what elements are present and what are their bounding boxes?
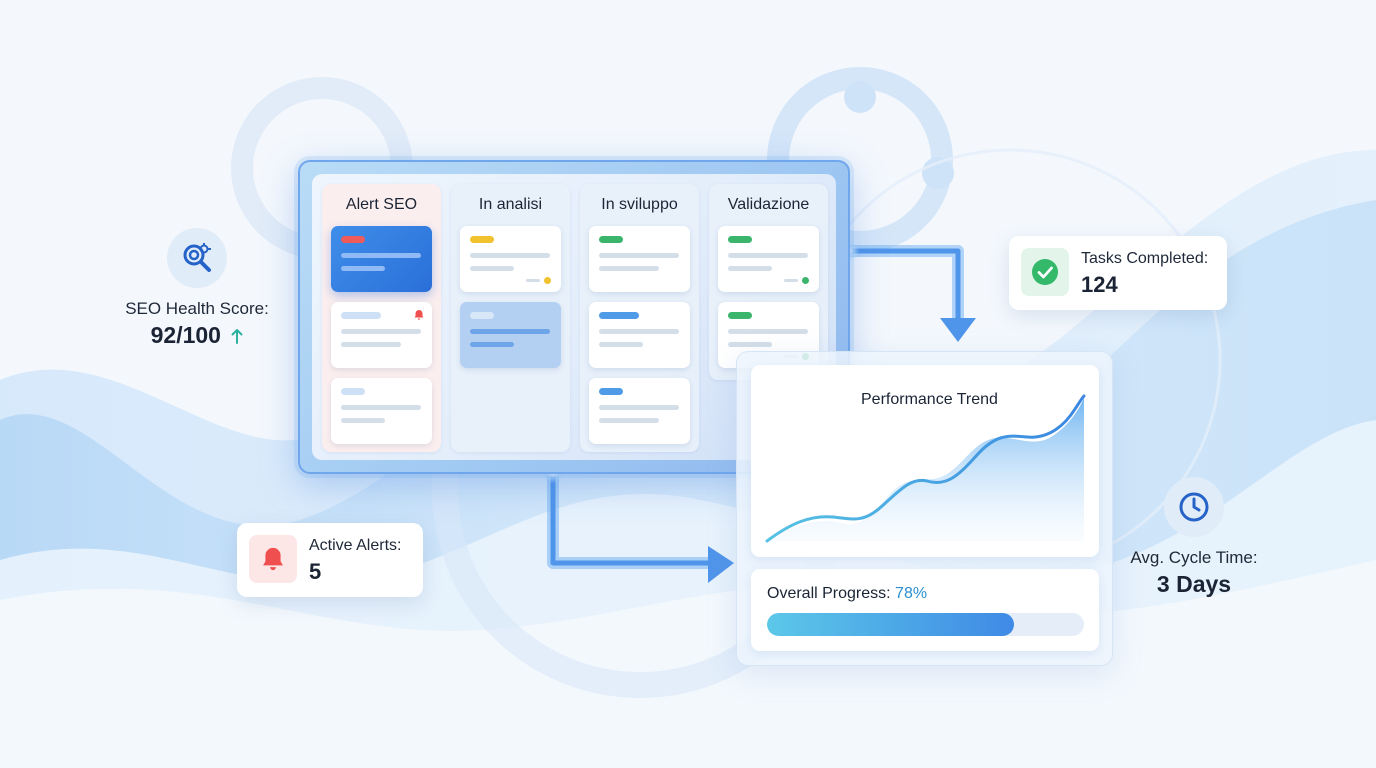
bell-icon: [249, 535, 297, 583]
label-tag: [599, 312, 639, 319]
seo-health-value: 92/100: [150, 322, 221, 348]
active-alerts-card: Active Alerts: 5: [237, 523, 423, 597]
text-line: [599, 342, 643, 347]
text-line: [599, 253, 679, 258]
trend-area: [767, 398, 1084, 541]
overall-progress-value: 78%: [895, 585, 928, 602]
overall-progress-card: Overall Progress: 78%: [751, 569, 1099, 651]
text-line: [341, 266, 385, 271]
task-card[interactable]: [589, 378, 690, 444]
task-card[interactable]: [331, 378, 432, 444]
overall-progress-bar: [767, 613, 1084, 636]
text-line: [599, 266, 659, 271]
performance-trend-title: Performance Trend: [861, 391, 998, 408]
active-alerts-value: 5: [309, 559, 322, 584]
text-line: [341, 253, 421, 258]
column-in-analisi: In analisi: [451, 184, 570, 452]
text-line: [728, 266, 772, 271]
task-card[interactable]: [589, 302, 690, 368]
text-line: [341, 418, 385, 423]
meta-line: [526, 279, 540, 282]
task-card[interactable]: [460, 226, 561, 292]
active-alerts-label: Active Alerts:: [309, 537, 402, 554]
label-tag: [341, 388, 365, 395]
label-tag: [599, 236, 623, 243]
label-tag: [728, 312, 752, 319]
task-card[interactable]: [331, 226, 432, 292]
task-card[interactable]: [460, 302, 561, 368]
kanban-board-inner: Alert SEO In analisi: [312, 174, 836, 460]
column-alert-seo: Alert SEO: [322, 184, 441, 452]
label-tag: [599, 388, 623, 395]
seo-health-label: SEO Health Score:: [125, 299, 269, 318]
performance-trend-card: Performance Trend: [751, 365, 1099, 557]
task-card[interactable]: [331, 302, 432, 368]
clock-icon: [1164, 477, 1224, 537]
column-in-sviluppo: In sviluppo: [580, 184, 699, 452]
text-line: [599, 418, 659, 423]
overall-progress-label: Overall Progress:: [767, 585, 891, 602]
up-arrow-icon: [231, 323, 243, 350]
task-card[interactable]: [589, 226, 690, 292]
overall-progress-label-row: Overall Progress: 78%: [767, 585, 927, 603]
task-card[interactable]: [718, 226, 819, 292]
label-tag: [341, 236, 365, 243]
text-line: [341, 405, 421, 410]
cycle-time-label: Avg. Cycle Time:: [1130, 548, 1258, 567]
text-line: [341, 342, 401, 347]
text-line: [470, 329, 550, 334]
label-tag: [470, 236, 494, 243]
tasks-completed-value: 124: [1081, 272, 1118, 297]
seo-health-score: 92/100: [117, 322, 277, 350]
text-line: [728, 342, 772, 347]
performance-panel: Performance Trend Overall Progress: 78%: [736, 351, 1113, 666]
overall-progress-fill: [767, 613, 1015, 636]
meta-line: [784, 279, 798, 282]
text-line: [470, 342, 514, 347]
column-title: Alert SEO: [345, 196, 418, 213]
trend-line: [765, 394, 1086, 543]
column-title: Validazione: [727, 196, 810, 213]
label-tag: [728, 236, 752, 243]
text-line: [470, 266, 514, 271]
column-title: In analisi: [478, 196, 543, 213]
text-line: [599, 329, 679, 334]
check-circle-icon: [1021, 248, 1069, 296]
text-line: [470, 253, 550, 258]
text-line: [728, 329, 808, 334]
seo-gear-search-icon: [167, 228, 227, 288]
label-tag: [470, 312, 494, 319]
text-line: [728, 253, 808, 258]
text-line: [341, 329, 421, 334]
cycle-time-value: 3 Days: [1156, 571, 1232, 597]
status-dot: [802, 277, 809, 284]
label-tag: [341, 312, 381, 319]
performance-trend-chart: [765, 394, 1086, 543]
bell-icon: [413, 308, 425, 326]
status-dot: [544, 277, 551, 284]
tasks-completed-card: Tasks Completed: 124: [1009, 236, 1227, 310]
tasks-completed-label: Tasks Completed:: [1081, 250, 1209, 267]
text-line: [599, 405, 679, 410]
column-title: In sviluppo: [601, 196, 678, 213]
